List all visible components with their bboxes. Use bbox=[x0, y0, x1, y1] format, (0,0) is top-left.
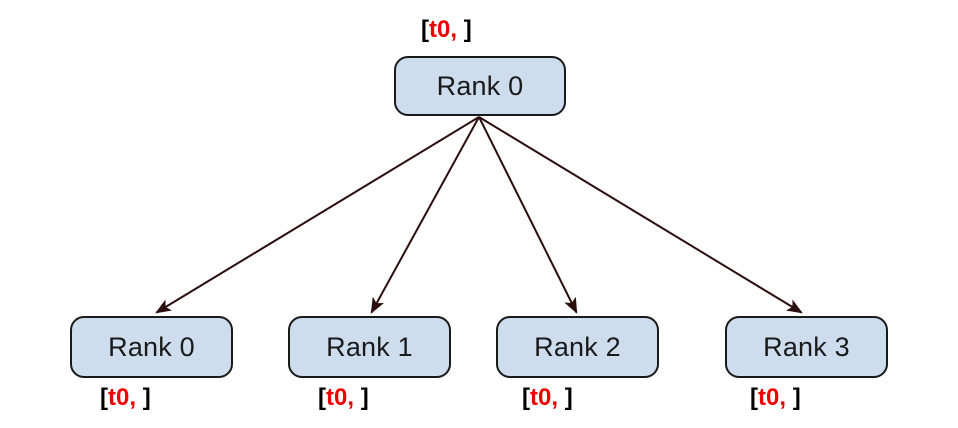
edge-root-to-rank3 bbox=[478, 116, 803, 314]
leaf-rank3-tag-token: t0, bbox=[758, 384, 787, 411]
leaf-rank2-tag-close-bracket: ] bbox=[564, 384, 573, 411]
leaf-rank3-tag-close-bracket: ] bbox=[792, 384, 801, 411]
node-leaf-rank2-label: Rank 2 bbox=[534, 331, 621, 362]
node-leaf-rank0[interactable]: Rank 0 bbox=[70, 316, 233, 378]
leaf-rank1-tag-token: t0, bbox=[326, 384, 355, 411]
edge-root-to-rank1 bbox=[370, 116, 480, 314]
node-root-rank0-label: Rank 0 bbox=[436, 70, 524, 101]
node-leaf-rank3-label: Rank 3 bbox=[763, 331, 850, 362]
leaf-rank0-tag: [t0, ] bbox=[100, 386, 151, 410]
edge-root-to-rank0 bbox=[155, 116, 480, 314]
node-root-rank0[interactable]: Rank 0 bbox=[394, 56, 566, 116]
leaf-rank1-tag-open-bracket: [ bbox=[318, 384, 326, 411]
leaf-rank2-tag: [t0, ] bbox=[522, 386, 573, 410]
node-leaf-rank1-label: Rank 1 bbox=[326, 331, 413, 362]
leaf-rank2-tag-token: t0, bbox=[530, 384, 559, 411]
leaf-rank3-tag: [t0, ] bbox=[750, 386, 801, 410]
node-leaf-rank0-label: Rank 0 bbox=[108, 331, 195, 362]
root-tag-close-bracket: ] bbox=[463, 16, 472, 43]
leaf-rank2-tag-open-bracket: [ bbox=[522, 384, 530, 411]
root-tag: [t0, ] bbox=[421, 18, 472, 42]
leaf-rank0-tag-open-bracket: [ bbox=[100, 384, 108, 411]
node-leaf-rank3[interactable]: Rank 3 bbox=[725, 316, 888, 378]
leaf-rank0-tag-close-bracket: ] bbox=[142, 384, 151, 411]
leaf-rank0-tag-token: t0, bbox=[108, 384, 137, 411]
edge-root-to-rank2 bbox=[478, 116, 578, 314]
root-tag-token: t0, bbox=[429, 16, 458, 43]
leaf-rank3-tag-open-bracket: [ bbox=[750, 384, 758, 411]
leaf-rank1-tag: [t0, ] bbox=[318, 386, 369, 410]
root-tag-open-bracket: [ bbox=[421, 16, 429, 43]
node-leaf-rank1[interactable]: Rank 1 bbox=[288, 316, 451, 378]
leaf-rank1-tag-close-bracket: ] bbox=[360, 384, 369, 411]
node-leaf-rank2[interactable]: Rank 2 bbox=[496, 316, 659, 378]
